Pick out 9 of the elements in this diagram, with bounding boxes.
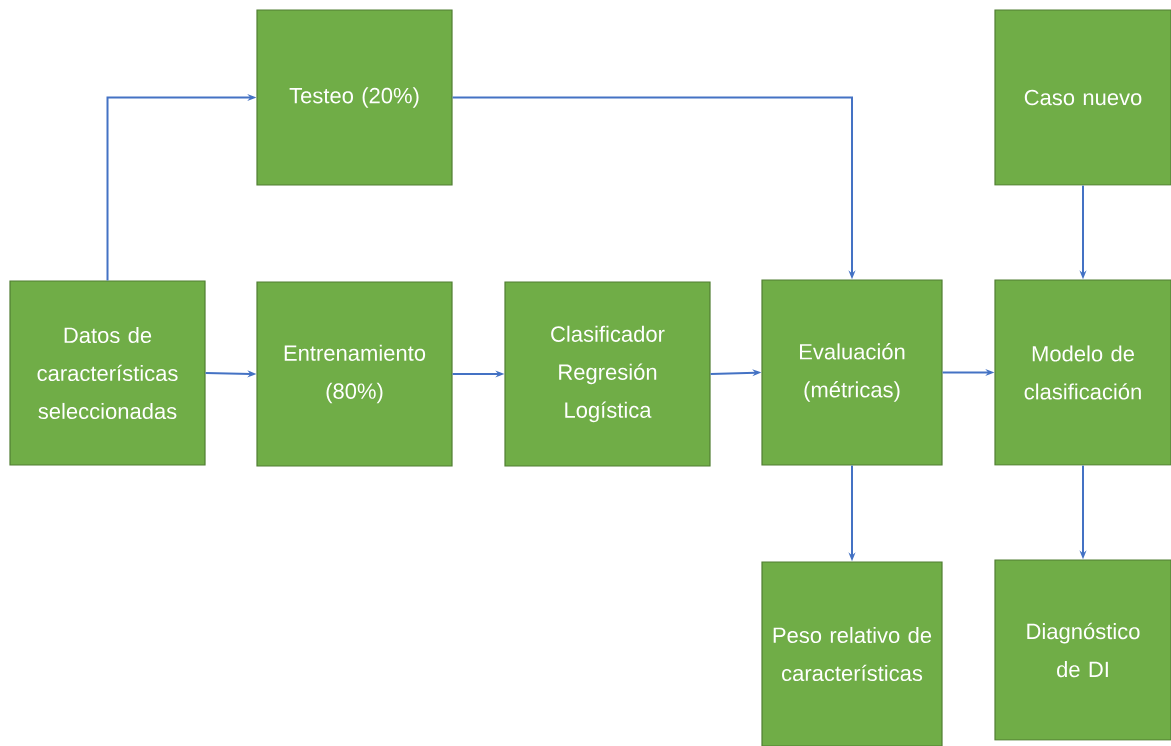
process-box: Modelo de clasificación xyxy=(994,279,1171,466)
process-box: Clasificador Regresión Logística xyxy=(504,281,711,467)
process-box: Testeo (20%) xyxy=(256,9,453,186)
process-box: Evaluación (métricas) xyxy=(761,279,943,466)
process-box: Diagnóstico de DI xyxy=(994,559,1171,741)
process-box: Entrenamiento (80%) xyxy=(256,281,453,467)
process-box: Datos de características seleccionadas xyxy=(9,280,206,466)
process-box: Caso nuevo xyxy=(994,9,1171,186)
process-box: Peso relativo de características xyxy=(761,561,943,746)
